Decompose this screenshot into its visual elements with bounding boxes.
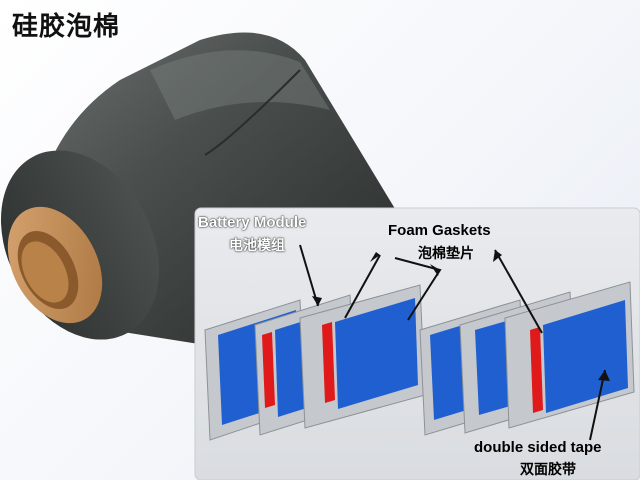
page-title: 硅胶泡棉 [12,12,121,42]
foam-gaskets-label-cn: 泡棉垫片 [418,246,474,262]
foam-gaskets-label: Foam Gaskets [388,222,491,239]
double-sided-tape-label-cn: 双面胶带 [520,462,576,478]
battery-module-label-cn: 电池模组 [229,238,285,254]
battery-module-group-left [204,284,426,441]
battery-module-label: Battery Module [198,214,307,231]
battery-module-group-right [419,281,635,436]
double-sided-tape-label: double sided tape [474,439,602,456]
pointer-arrowheads [312,250,610,381]
